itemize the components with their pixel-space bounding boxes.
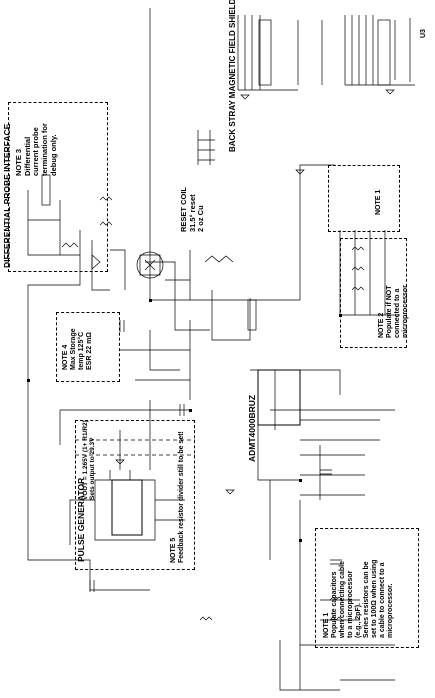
wire-resistor-chain xyxy=(120,320,191,400)
note4-l2: temp 125°C xyxy=(78,331,86,370)
wire-regulator xyxy=(69,470,185,545)
reset-coil-label: RESET COIL 31.5° reset 2 oz Cu xyxy=(179,187,206,232)
note1-bottom: NOTE 1 Populate capacitors when connecti… xyxy=(323,560,395,638)
note1-top: NOTE 1 xyxy=(375,189,382,215)
note1b-l8: microprocessor. xyxy=(387,583,395,638)
vout-line2: Sets output to 29.3V xyxy=(89,437,97,500)
section-differential-probe: DIFFERENTIAL PROBE INTERFACE xyxy=(2,123,12,268)
junction-dot xyxy=(189,409,192,412)
cap-c4 xyxy=(320,469,332,475)
note3-l4: debug only. xyxy=(48,134,58,176)
reset-coil-symbol xyxy=(204,255,234,263)
note1b-l5: Series resistors can be xyxy=(363,561,371,638)
junction-dot xyxy=(149,299,152,302)
note3: NOTE 3 Differential current probe termin… xyxy=(14,123,58,176)
junction-dot xyxy=(299,479,302,482)
note1b-l7: a cable to connect to a xyxy=(379,562,387,638)
chip-small-u1 xyxy=(247,299,257,331)
inductor-symbol xyxy=(61,242,79,248)
led-symbol xyxy=(91,254,101,270)
junction-dot xyxy=(27,379,30,382)
pulse-generator-box xyxy=(75,420,195,570)
note4: NOTE 4 Max Storage temp 125°C ESR 22 mΩ xyxy=(62,328,94,370)
wire-right-connector xyxy=(344,15,415,86)
reset-coil-line3: 2 oz Cu xyxy=(196,205,206,232)
regulator-body xyxy=(111,479,143,536)
note2-box xyxy=(340,238,407,348)
note1b-l6: set to 100Ω when using xyxy=(371,559,379,638)
note1b-title: NOTE 1 xyxy=(323,612,330,638)
note1b-l4: (e.g., 2pF). xyxy=(355,603,363,638)
vout-line1: VOUT = 1.265V (1+ R1/R2) xyxy=(82,420,89,500)
note2: NOTE 2 Populate if NOT connected to a mi… xyxy=(378,284,410,338)
note5-l2: Feedback resistor divider still to be se… xyxy=(178,431,186,563)
note1-top-box xyxy=(328,165,400,232)
connector-shield-header xyxy=(258,19,272,86)
chip-body xyxy=(257,369,301,426)
wire-bottom xyxy=(279,500,395,691)
chip-name: ADMT4000BRUZ xyxy=(247,394,257,462)
page-label: U3 xyxy=(420,29,427,38)
note2-title: NOTE 2 xyxy=(378,312,385,338)
mosfet-bridge xyxy=(139,254,161,276)
note4-l3: ESR 22 mΩ xyxy=(86,332,94,370)
wire-shield-connector xyxy=(237,15,323,91)
connector-probe-header xyxy=(41,174,51,206)
wire-probe xyxy=(27,190,81,380)
note4-l1: Max Storage xyxy=(70,328,78,370)
ground-symbols xyxy=(115,89,395,495)
cap-c2 xyxy=(179,404,185,416)
connector-right-header xyxy=(377,19,391,86)
junction-dot xyxy=(339,314,342,317)
junction-dot xyxy=(299,539,302,542)
probe-interface-box xyxy=(8,102,108,272)
wire-left-rail xyxy=(27,380,190,591)
note4-box xyxy=(56,312,120,382)
note1b-l3: to a microprocessor xyxy=(347,570,355,638)
note5: NOTE 5 Feedback resistor divider still t… xyxy=(170,431,186,563)
note2-l2: connected to a xyxy=(394,288,402,338)
note1b-l2: when connecting cable xyxy=(339,560,347,638)
note5-l1: NOTE 5 xyxy=(170,537,177,563)
pulse-gen-dashed xyxy=(75,439,195,456)
wire-shield-small xyxy=(197,130,215,165)
vout-formula: VOUT = 1.265V (1+ R1/R2) Sets output to … xyxy=(82,420,97,500)
note1b-l1: Populate capacitors xyxy=(331,571,339,638)
note4-title: NOTE 4 xyxy=(62,344,69,370)
cap-c3 xyxy=(89,580,95,592)
cap-c5 xyxy=(330,559,342,565)
note2-l3: microprocessor. xyxy=(402,283,410,338)
resistor-zigzags xyxy=(99,196,365,621)
section-back-stray: BACK STRAY MAGNETIC FIELD SHIELD xyxy=(228,0,237,152)
cap-c1 xyxy=(119,320,125,332)
note2-l1: Populate if NOT xyxy=(386,285,394,339)
wire-bus-top xyxy=(149,8,335,341)
note1-bottom-box xyxy=(315,528,419,648)
mosfet-circle xyxy=(136,251,164,279)
wire-switch xyxy=(91,240,210,331)
